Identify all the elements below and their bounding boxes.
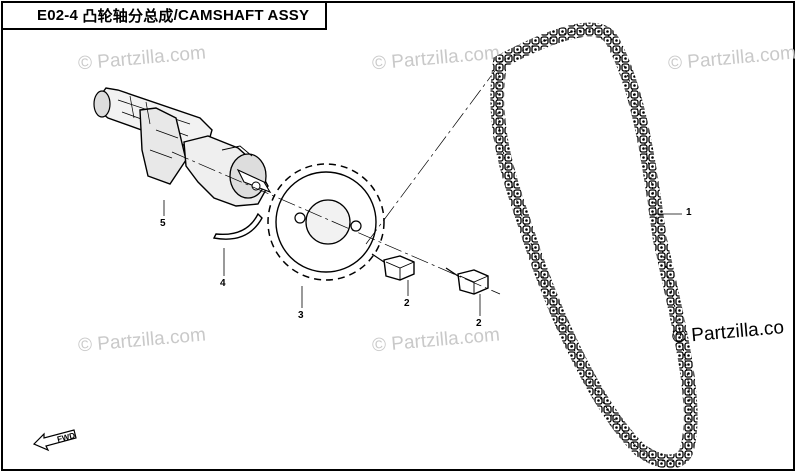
camshaft[interactable]: [93, 87, 272, 207]
callout-1[interactable]: 1: [686, 207, 692, 218]
bolt[interactable]: [445, 267, 489, 295]
diagram-title: E02-4 凸轮轴分总成/CAMSHAFT ASSY: [3, 3, 327, 30]
fwd-arrow-icon: [32, 429, 77, 452]
diagram-code: E02-4: [37, 7, 79, 24]
diagram-title-cn: 凸轮轴分总成: [82, 8, 174, 25]
callout-2[interactable]: 2: [404, 298, 410, 309]
bolt[interactable]: [371, 253, 415, 281]
diagram-title-en: /CAMSHAFT ASSY: [173, 7, 310, 24]
callout-5[interactable]: 5: [160, 218, 166, 229]
callout-3[interactable]: 3: [298, 310, 304, 321]
callout-4[interactable]: 4: [220, 278, 226, 289]
callout-2[interactable]: 2: [476, 318, 482, 329]
retainer-clip[interactable]: [212, 212, 263, 240]
cam-chain[interactable]: [490, 22, 698, 469]
cam-sprocket[interactable]: [267, 163, 385, 281]
